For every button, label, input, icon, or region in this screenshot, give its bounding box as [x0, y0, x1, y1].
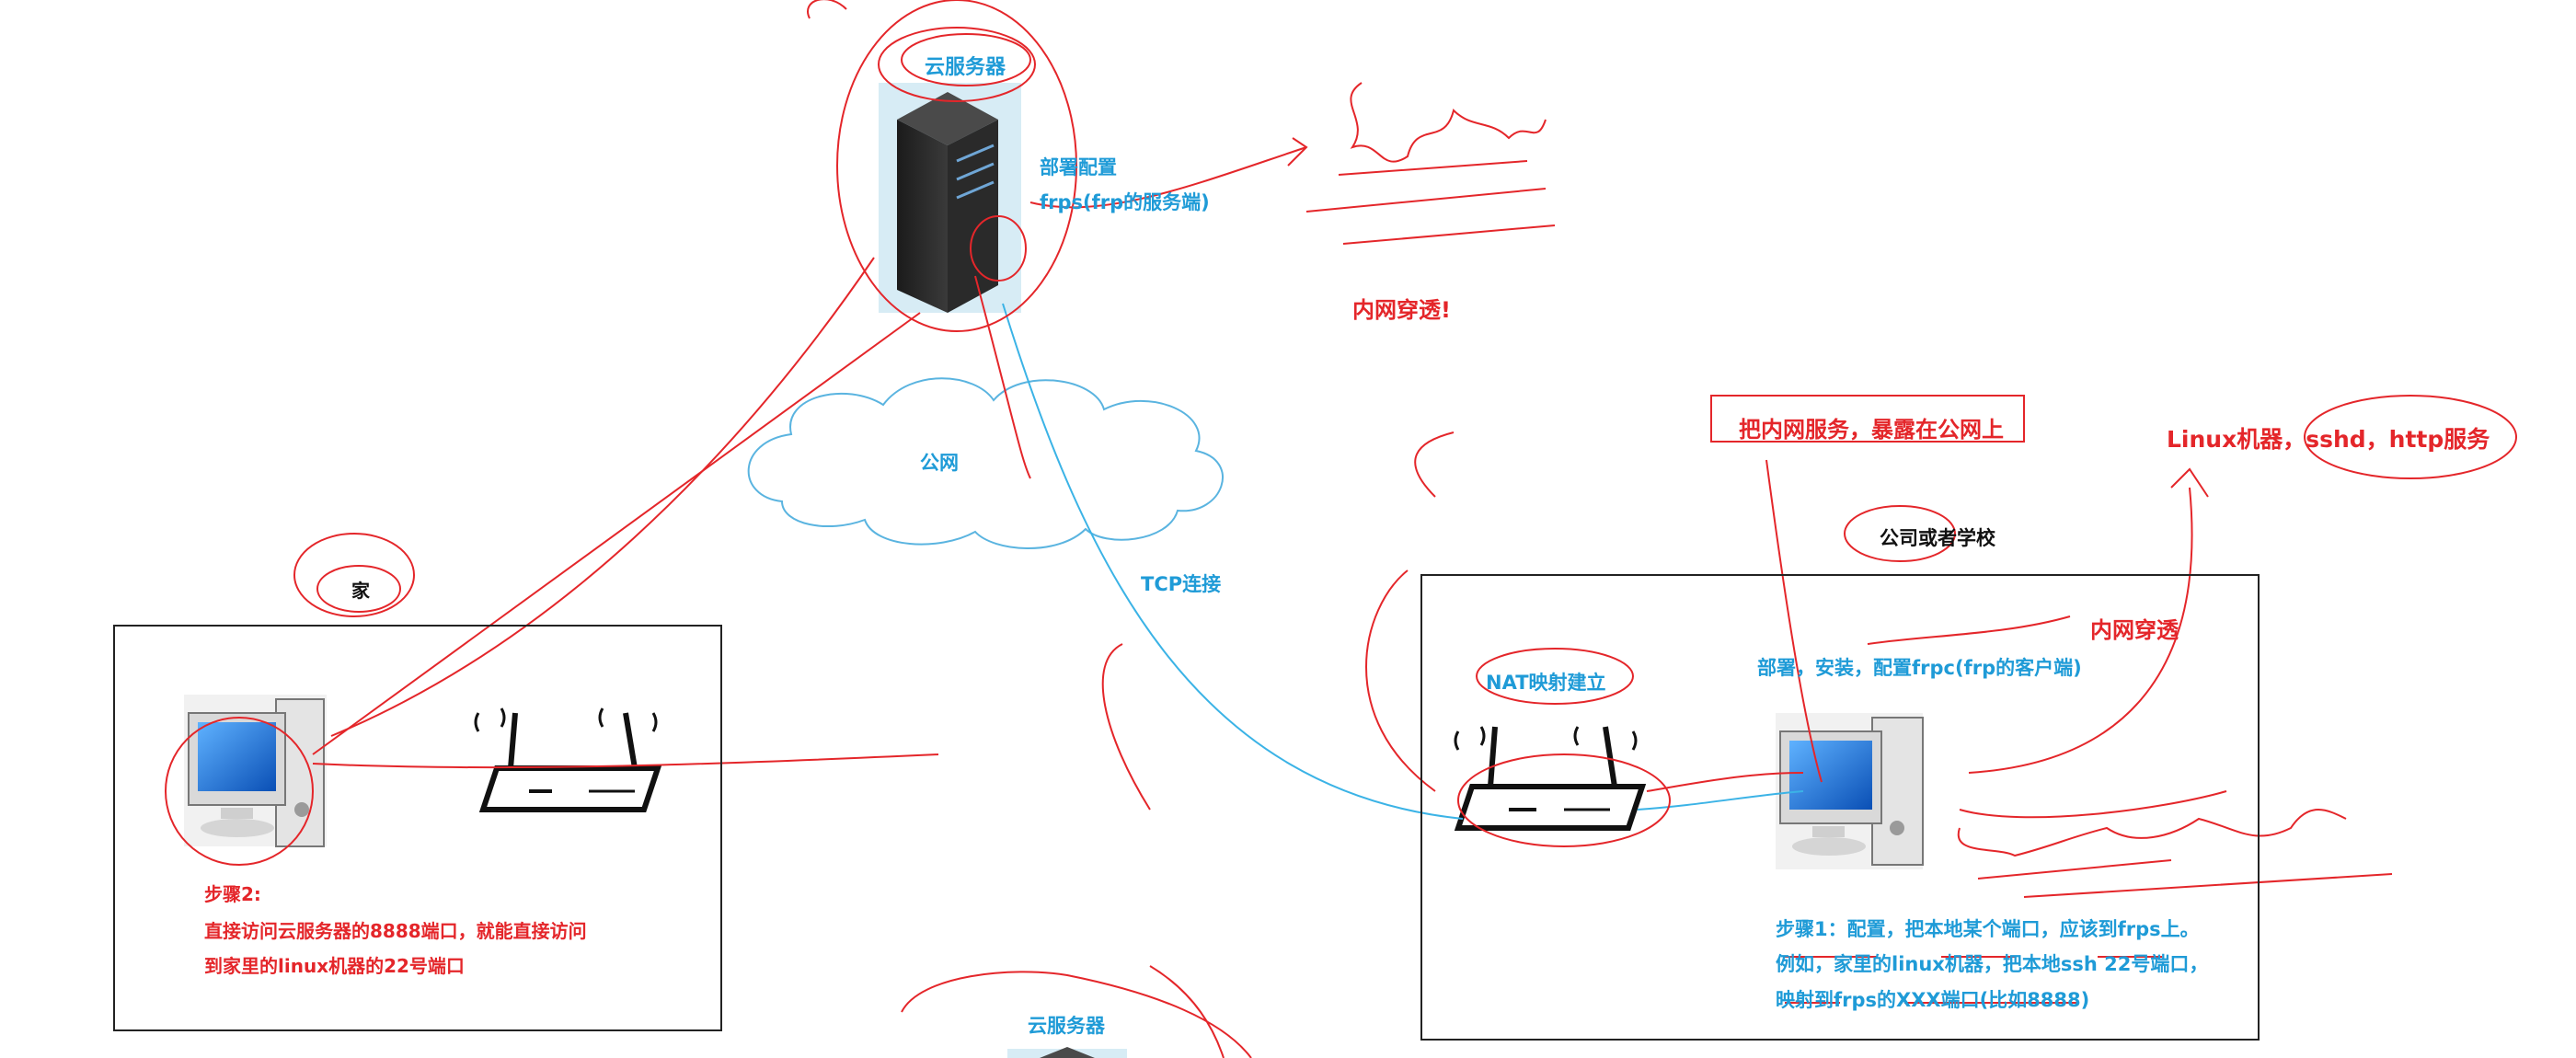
cloud-server-top-icon [879, 83, 1021, 313]
step2-line1: 直接访问云服务器的8888端口，就能直接访问 [204, 920, 587, 942]
public-network-label: 公网 [920, 452, 959, 474]
company-or-school-label: 公司或者学校 [1880, 527, 1995, 549]
step1-line3: 映射到frps的XXX端口(比如8888) [1776, 989, 2090, 1011]
step1-line2: 例如，家里的linux机器，把本地ssh 22号端口， [1776, 953, 2209, 975]
deploy-frps-label-line1: 部署配置 [1040, 156, 1117, 178]
tcp-connection-label: TCP连接 [1141, 573, 1222, 595]
cloud-server-bottom-icon [1007, 1047, 1127, 1058]
linux-services-label: Linux机器，sshd，http服务 [2167, 426, 2490, 453]
intranet-penetration-center-label: 内网穿透! [1352, 297, 1451, 323]
step2-title: 步骤2: [204, 883, 261, 905]
home-computer-icon [184, 695, 327, 847]
nat-mapping-label: NAT映射建立 [1486, 672, 1606, 694]
home-router-icon [474, 707, 662, 812]
step2-line2: 到家里的linux机器的22号端口 [204, 955, 465, 977]
company-region-box [1420, 574, 2260, 1041]
home-label: 家 [351, 580, 370, 602]
deploy-frpc-label: 部署，安装，配置frpc(frp的客户端) [1757, 657, 2082, 679]
public-network-cloud-shape [747, 377, 1224, 549]
tcp-connection-line [1002, 303, 1804, 820]
deploy-frps-label-line2: frps(frp的服务端) [1040, 191, 1210, 213]
expose-service-label: 把内网服务，暴露在公网上 [1739, 417, 2004, 443]
intranet-penetration-right-label: 内网穿透 [2090, 617, 2179, 643]
home-region-box [113, 625, 722, 1031]
red-annotations [165, 0, 2517, 1058]
cloud-server-top-label: 云服务器 [925, 56, 1006, 79]
cloud-server-bottom-label: 云服务器 [1028, 1015, 1105, 1037]
step1-line1: 步骤1：配置，把本地某个端口，应该到frps上。 [1776, 918, 2200, 940]
company-router-icon [1454, 726, 1647, 831]
